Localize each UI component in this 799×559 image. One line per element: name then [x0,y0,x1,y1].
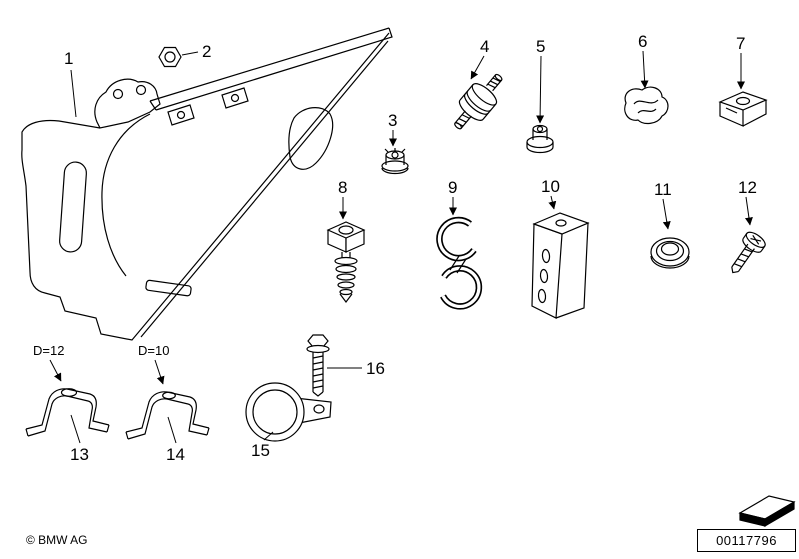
callout-10[interactable]: 10 [541,177,560,196]
part-1-side-panel-drawing [21,27,393,341]
part-16-hex-bolt-drawing [306,334,330,397]
callout-2[interactable]: 2 [202,42,212,61]
part-6-cable-clip-drawing [624,86,669,125]
callout-15[interactable]: 15 [251,441,270,460]
callout-11[interactable]: 11 [654,180,672,199]
callout-6[interactable]: 6 [638,32,648,51]
callout-9[interactable]: 9 [448,178,458,197]
part-12-screw-drawing [731,231,766,274]
copyright-text: © BMW AG [26,533,88,547]
part-5-flange-nut-drawing [526,124,554,154]
part-13-saddle-clamp-drawing [25,388,110,437]
callout-7[interactable]: 7 [736,34,746,53]
callout-5[interactable]: 5 [536,37,546,56]
parallelogram-flag-icon [738,495,796,528]
part-4-rubber-mount-drawing [454,73,503,130]
dimension-label-d10: D=10 [138,343,170,358]
part-2-hex-nut-drawing [158,46,182,68]
part-9-spring-clip-drawing [436,216,483,310]
part-14-saddle-clamp-drawing [125,391,210,440]
callout-8[interactable]: 8 [338,178,348,197]
callout-14[interactable]: 14 [166,445,185,464]
dimension-label-d12: D=12 [33,343,65,358]
callout-16[interactable]: 16 [366,359,385,378]
callout-12[interactable]: 12 [738,178,757,197]
callout-3[interactable]: 3 [388,111,398,130]
document-number: 00117796 [716,533,777,548]
callout-4[interactable]: 4 [480,37,490,56]
leader-lines [49,50,753,444]
part-11-grommet-drawing [650,237,690,269]
part-10-angle-bracket-drawing [531,212,590,319]
callout-13[interactable]: 13 [70,445,89,464]
document-number-box: 00117796 [697,529,796,552]
part-7-clamp-nut-drawing [718,91,768,127]
part-15-pipe-clamp-drawing [245,382,332,442]
part-3-collar-nut-drawing [381,148,409,175]
part-8-expanding-rivet-holder-drawing [326,221,366,303]
callout-1[interactable]: 1 [64,49,74,68]
